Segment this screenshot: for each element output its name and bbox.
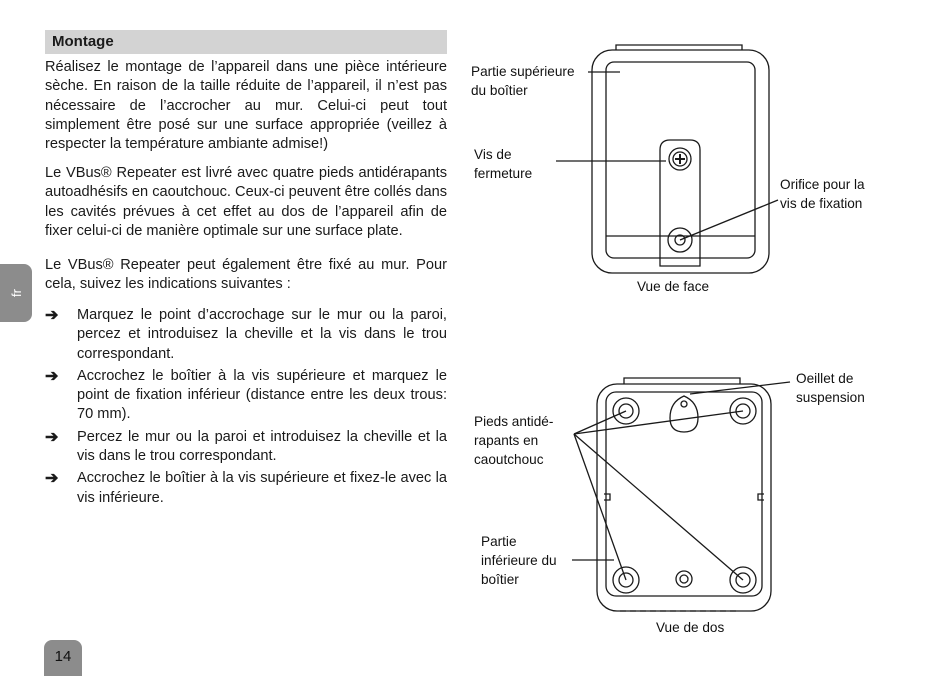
step-text: Marquez le point d’accrochage sur le mur…	[77, 307, 447, 362]
step-text: Percez le mur ou la paroi et introduisez…	[77, 428, 447, 465]
step-text: Accrochez le boîtier à la vis supérieure…	[77, 367, 447, 423]
page-number-tab: 14	[44, 640, 82, 676]
paragraph-rubber-feet: Le VBus® Repeater est livré avec quatre …	[45, 165, 447, 239]
language-tab: fr	[0, 264, 32, 322]
label-top-housing: Partie supérieure du boîtier	[471, 64, 575, 98]
front-view-housing-drawing	[591, 44, 770, 274]
back-view-center-hole-icon	[675, 570, 693, 588]
paragraph-wall-mounting: Le VBus® Repeater peut également être fi…	[45, 257, 447, 293]
section-header: Montage	[45, 30, 447, 54]
label-fixing-hole: Orifice pour la vis de fixation	[780, 177, 865, 211]
rubber-foot-icon	[729, 566, 757, 594]
label-closing-screw: Vis de fermeture	[474, 147, 533, 181]
list-item: ➔ Accrochez le boîtier à la vis supérieu…	[45, 469, 447, 508]
label-suspension-eyelet: Oeillet de suspension	[796, 371, 865, 405]
arrow-bullet-icon: ➔	[45, 367, 59, 385]
rubber-foot-icon	[612, 397, 640, 425]
back-view-suspension-eyelet-icon	[669, 395, 699, 433]
page-number: 14	[54, 648, 72, 665]
list-item: ➔ Accrochez le boîtier à la vis supérieu…	[45, 367, 447, 425]
step-text: Accrochez le boîtier à la vis supérieure…	[77, 470, 447, 506]
section-title: Montage	[52, 33, 114, 50]
paragraph-installation: Réalisez le montage de l’appareil dans u…	[45, 59, 447, 153]
arrow-bullet-icon: ➔	[45, 307, 59, 324]
front-view-caption: Vue de face	[637, 279, 710, 294]
list-item: ➔ Marquez le point d’accrochage sur le m…	[45, 306, 447, 364]
arrow-bullet-icon: ➔	[45, 470, 59, 488]
mounting-steps-list: ➔ Marquez le point d’accrochage sur le m…	[45, 306, 447, 511]
arrow-bullet-icon: ➔	[45, 428, 59, 446]
label-rubber-feet: Pieds antidé- rapants en caoutchouc	[474, 414, 554, 467]
back-view-caption: Vue de dos	[656, 620, 725, 635]
front-view-mounting-hole-icon	[667, 227, 693, 253]
rubber-foot-icon	[729, 397, 757, 425]
label-bottom-housing: Partie inférieure du boîtier	[481, 534, 557, 587]
rubber-foot-icon	[612, 566, 640, 594]
list-item: ➔ Percez le mur ou la paroi et introduis…	[45, 428, 447, 467]
front-view-screw-icon	[668, 147, 692, 171]
